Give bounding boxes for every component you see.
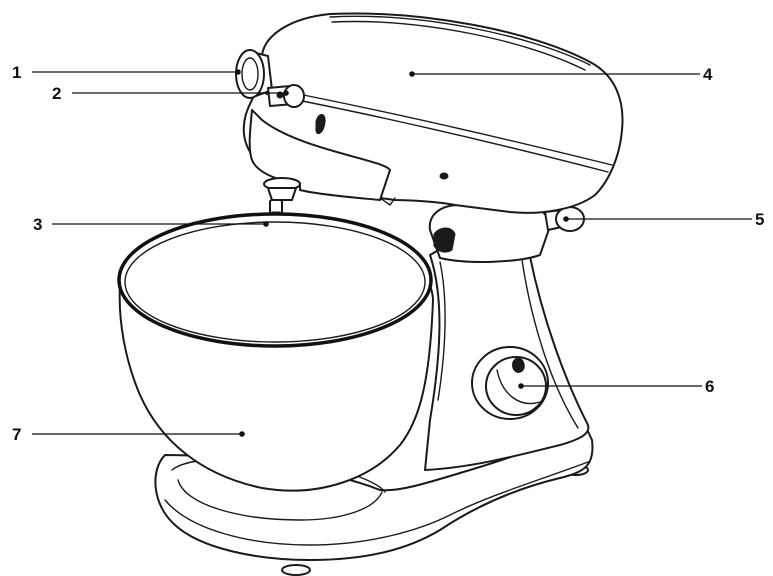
- callout-6: 6: [705, 377, 714, 396]
- callout-2: 2: [52, 84, 61, 103]
- leader-lines: [32, 69, 752, 437]
- mixing-bowl: [117, 212, 434, 492]
- mixer-base: [154, 424, 594, 576]
- callout-5: 5: [755, 210, 764, 229]
- side-knob: [267, 84, 305, 108]
- speed-knob: [471, 346, 549, 420]
- callout-3: 3: [33, 215, 42, 234]
- callout-1: 1: [12, 63, 21, 82]
- top-knob: [235, 49, 273, 99]
- callout-7: 7: [12, 425, 21, 444]
- callout-4: 4: [703, 65, 713, 84]
- callout-numbers: 1 2 3 4 5 6 7: [12, 63, 764, 444]
